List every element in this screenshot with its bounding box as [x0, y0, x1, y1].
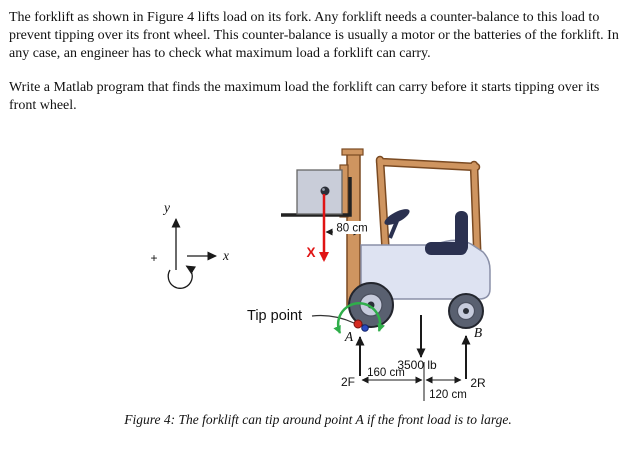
- steering-wheel: [384, 209, 410, 225]
- y-axis-label: y: [162, 200, 170, 215]
- load-distance-label-background: [333, 220, 371, 234]
- point-a-label: A: [344, 329, 354, 344]
- tip-point-marker: [353, 319, 363, 329]
- rear-distance-label: 120 cm: [429, 389, 467, 401]
- tip-point-leader-line: [311, 314, 355, 324]
- mast-top-cap: [341, 148, 364, 156]
- fork: [281, 176, 352, 217]
- load-force-label: X: [306, 245, 315, 260]
- weight-label: 3500 lb: [397, 358, 437, 372]
- tip-point-label: Tip point: [247, 308, 302, 324]
- rear-reaction-label: 2R: [470, 376, 486, 390]
- paragraph-problem-statement: The forklift as shown in Figure 4 lifts …: [9, 10, 619, 62]
- positive-rotation-plus-sign: +: [150, 251, 157, 265]
- coordinate-axes: y + x: [150, 200, 229, 289]
- rotation-direction-arrow: [167, 265, 197, 289]
- seat-cushion: [425, 241, 467, 255]
- rotation-moment-arrow: [333, 301, 386, 334]
- forklift-illustration: [339, 148, 491, 329]
- dimension-annotations: 160 cm 120 cm: [361, 361, 467, 401]
- load-distance-label: 80 cm: [336, 222, 367, 234]
- front-distance-label: 160 cm: [367, 367, 405, 379]
- load-on-fork: 80 cm X: [281, 169, 371, 262]
- figure-caption: Figure 4: The forklift can tip around po…: [124, 411, 512, 427]
- load-box-knob-highlight: [322, 188, 325, 191]
- paragraph-task: Write a Matlab program that finds the ma…: [9, 79, 600, 113]
- contact-point-marker: [361, 324, 369, 332]
- rear-wheel: [448, 292, 484, 329]
- front-reaction-label: 2F: [341, 375, 355, 389]
- figure-4: y + x: [9, 139, 627, 427]
- point-b-label: B: [474, 325, 482, 340]
- forklift-figure-svg: y + x: [150, 148, 491, 401]
- force-annotations: 2F 3500 lb 2R: [341, 314, 486, 390]
- x-axis-label: x: [222, 248, 229, 263]
- steering-column: [388, 220, 399, 239]
- load-box: [296, 169, 343, 215]
- tip-point-annotation: Tip point A B: [247, 301, 482, 344]
- rear-wheel-axle: [463, 307, 469, 314]
